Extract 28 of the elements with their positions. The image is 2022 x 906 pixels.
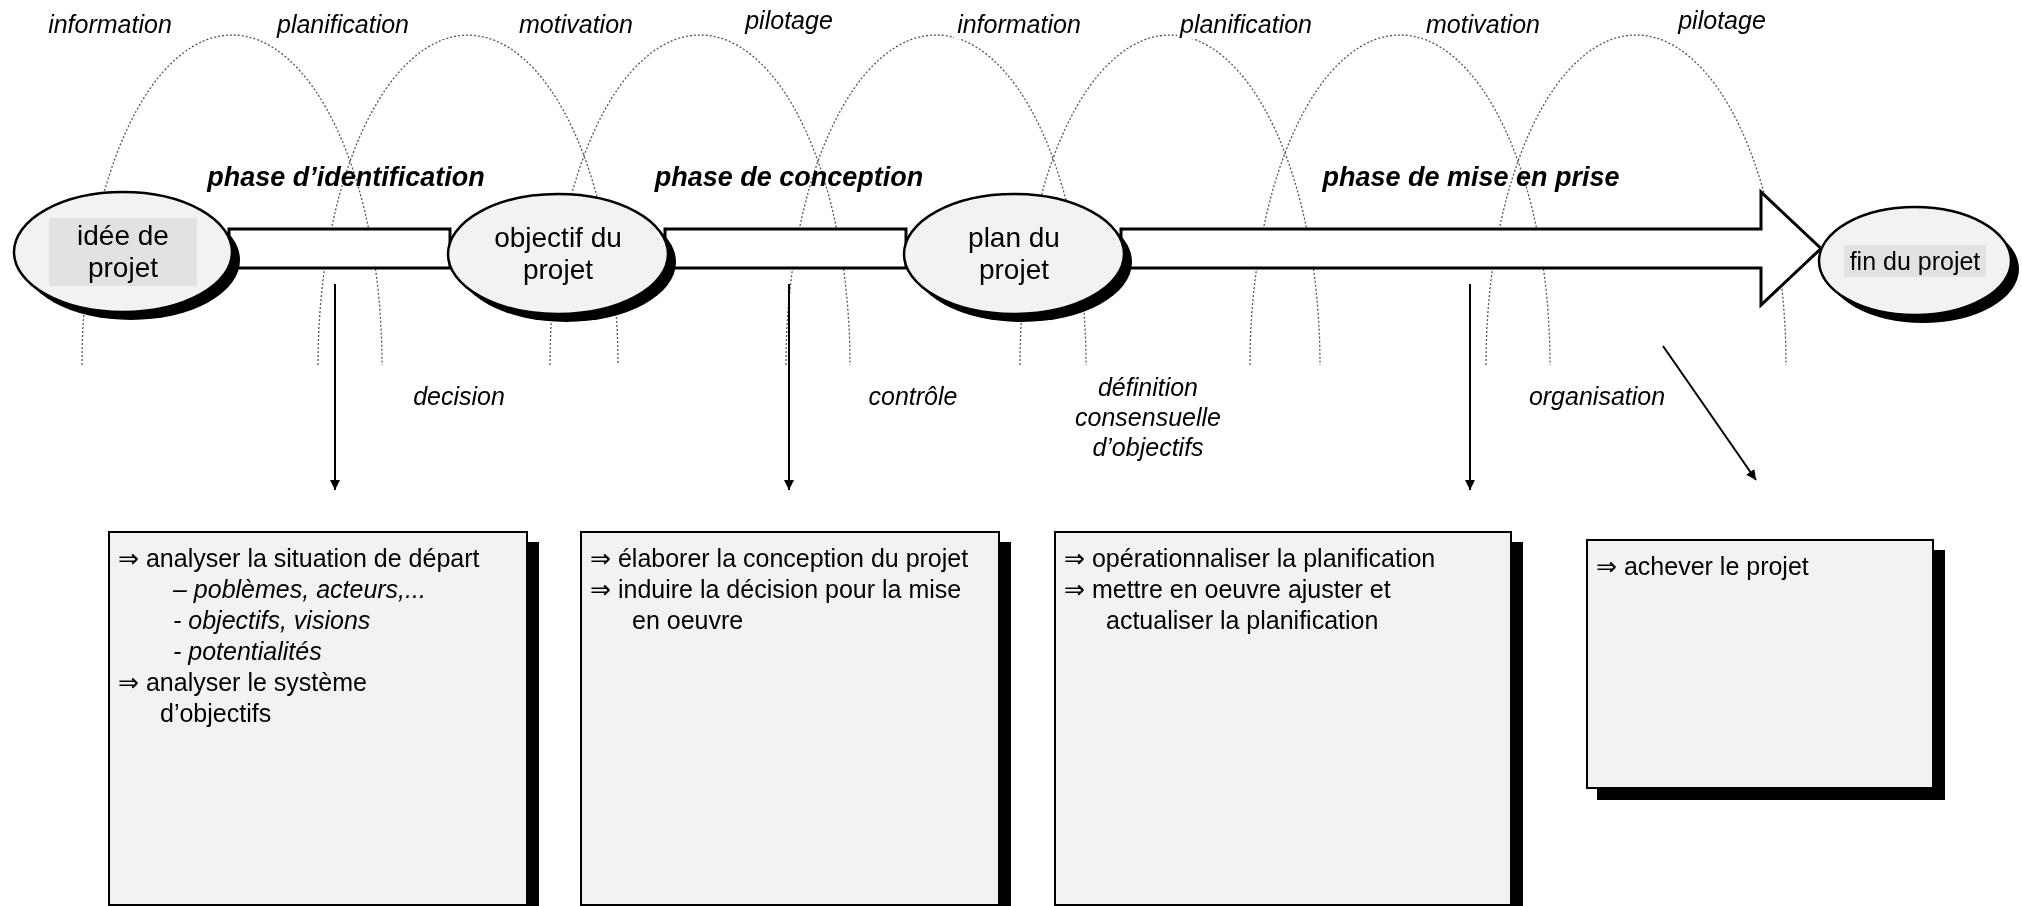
arrow: [1662, 345, 1757, 481]
milestone-ellipse: [1818, 206, 2022, 326]
milestone-ellipse: [447, 193, 679, 325]
node-label: fin du projet: [1843, 244, 1987, 278]
list-item: - objectifs, visions: [173, 605, 372, 636]
list-item: ⇒ analyser la situation de départ: [118, 543, 480, 574]
node-label: idée de projet: [48, 217, 198, 287]
phase-band: [663, 227, 908, 270]
list-item: ⇒ mettre en oeuvre ajuster et actualiser la planification: [1064, 574, 1392, 636]
arrow: [1465, 283, 1475, 491]
milestone-ellipse: [903, 193, 1135, 325]
list-item: ⇒ induire la décision pour la mise en oeuvre: [590, 574, 963, 636]
milestone-ellipse: [13, 191, 243, 323]
list-item: ⇒ analyser le système d’objectifs: [118, 667, 368, 729]
hollow-arrow: [1119, 188, 1824, 309]
phase-band: [227, 227, 452, 270]
node-label: objectif du projet: [493, 221, 623, 287]
phase-label: phase d’identification: [205, 162, 486, 193]
phase-label: phase de conception: [653, 162, 925, 193]
list-item: - potentialités: [173, 636, 323, 667]
phase-label: phase de mise en prise: [1321, 162, 1621, 193]
list-item: – poblèmes, acteurs,...: [173, 574, 427, 605]
node-label: plan du projet: [967, 221, 1061, 287]
list-item: ⇒ élaborer la conception du projet: [590, 543, 970, 574]
list-item: ⇒ achever le projet: [1596, 551, 1810, 582]
list-item: ⇒ opérationnaliser la planification: [1064, 543, 1437, 574]
arrow: [330, 283, 340, 491]
arrow: [784, 283, 794, 491]
